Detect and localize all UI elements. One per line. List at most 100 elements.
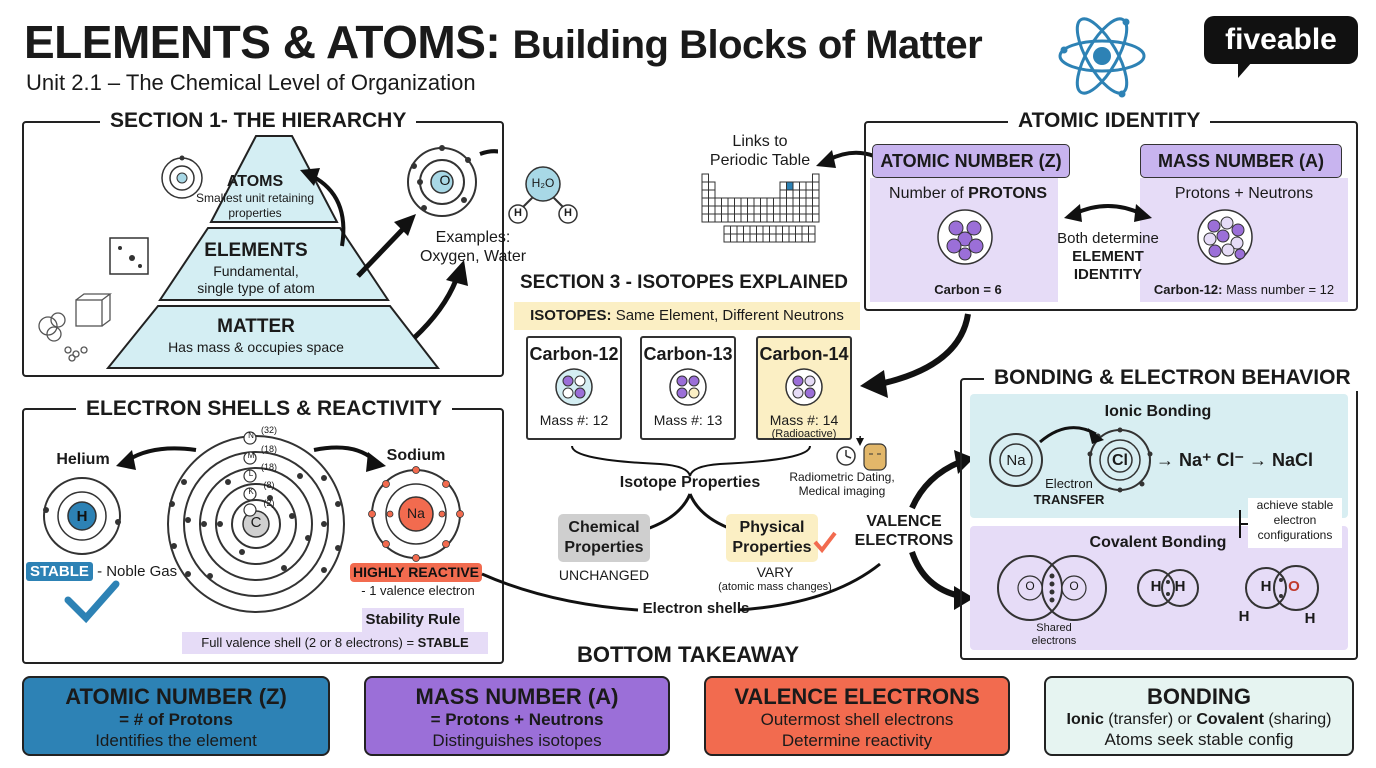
periodic-link-line2: Periodic Table <box>709 152 811 170</box>
double-arrow <box>1064 204 1152 222</box>
section-hierarchy-title: SECTION 1- THE HIERARCHY <box>100 108 417 134</box>
carbon-nucleus-icon <box>937 209 993 265</box>
c12-mass: Mass #: 12 <box>539 412 609 428</box>
c14-mass: Mass #: 14 <box>769 412 839 428</box>
electron-word: Electron <box>1045 476 1093 491</box>
fiveable-logo: fiveable <box>1204 16 1358 64</box>
shared-word: Shared <box>1036 622 1072 634</box>
o-left-symbol: O <box>1025 579 1035 593</box>
page-subtitle: Unit 2.1 – The Chemical Level of Organiz… <box>26 70 476 95</box>
helium-symbol: H <box>76 508 88 525</box>
carbon12-nucleus-icon <box>1197 209 1253 265</box>
reactive-note: - 1 valence electron <box>361 583 475 598</box>
cl-symbol: Cl <box>1112 452 1128 469</box>
carbon14-card: Carbon-14 Mass #: 14 (Radioactive) <box>756 336 852 440</box>
sodium-symbol: Na <box>407 505 425 521</box>
cap-18b: (18) <box>260 462 277 472</box>
water-o-label: H₂O <box>531 176 555 190</box>
matter-tier-title: MATTER <box>217 316 295 337</box>
examples-values: Oxygen, Water <box>419 248 527 266</box>
hierarchy-diagram <box>38 135 498 369</box>
bottom-takeaway-title: BOTTOM TAKEAWAY <box>576 642 800 667</box>
identity-word: IDENTITY <box>1073 266 1143 283</box>
valence-line1: VALENCE <box>866 513 942 530</box>
uses-line2: Medical imaging <box>798 484 886 499</box>
elements-tier-desc2: single type of atom <box>197 279 315 296</box>
atom-icon <box>1058 17 1146 98</box>
physical-note: (atomic mass changes) <box>718 581 832 593</box>
shell-l-label: L <box>248 469 254 478</box>
matter-icons <box>38 293 112 362</box>
carbon12-card: Carbon-12 Mass #: 12 <box>526 336 622 440</box>
transfer-word: TRANSFER <box>1033 491 1105 507</box>
takeaway-valence-electrons: VALENCE ELECTRONS Outermost shell electr… <box>704 676 1010 756</box>
pyramid-matter-tier <box>105 305 441 369</box>
water-molecule-icon <box>508 166 578 224</box>
uses-line1: Radiometric Dating, <box>789 470 895 484</box>
cap-32: (32) <box>260 425 277 435</box>
element-cube-icon <box>109 237 149 275</box>
h2o-h-bottom-left: H <box>1238 608 1250 625</box>
shell-m-label: M <box>247 451 255 460</box>
electron-shells-title: ELECTRON SHELLS & REACTIVITY <box>76 396 452 422</box>
h-right-symbol: H <box>1174 578 1186 595</box>
isotope-properties-label: Isotope Properties <box>619 474 761 491</box>
atoms-tier-title: ATOMS <box>226 173 284 190</box>
small-atom-icon <box>161 155 203 199</box>
shell-n-label: N <box>248 431 254 440</box>
atomic-identity-title: ATOMIC IDENTITY <box>1008 108 1211 134</box>
chemical-label: Chemical <box>568 519 640 536</box>
shell-k-label: K <box>248 487 254 496</box>
oxygen-symbol: O <box>439 172 451 188</box>
pyramid-atoms-tier <box>209 135 339 223</box>
o-right-symbol: O <box>1069 579 1079 593</box>
h2o-h-bottom-right: H <box>1304 610 1316 627</box>
c13-mass: Mass #: 13 <box>653 412 723 428</box>
stability-rule-text: Full valence shell (2 or 8 electrons) = … <box>182 632 488 654</box>
atomic-number-label: ATOMIC NUMBER (Z) <box>872 144 1070 178</box>
c14-nucleus-icon <box>785 368 823 406</box>
element-word: ELEMENT <box>1072 248 1144 265</box>
takeaway-atomic-number: ATOMIC NUMBER (Z) = # of Protons Identif… <box>22 676 330 756</box>
c13-nucleus-icon <box>669 368 707 406</box>
atomic-number-desc: Number of PROTONS <box>889 185 1047 202</box>
electron-shells-diagram <box>43 431 464 624</box>
takeaway-mass-number: MASS NUMBER (A) = Protons + Neutrons Dis… <box>364 676 670 756</box>
valence-line2: ELECTRONS <box>854 532 954 550</box>
carbon12-example: Carbon-12: Mass number = 12 <box>1153 282 1335 297</box>
sodium-label: Sodium <box>386 447 446 464</box>
logo-tail <box>1238 62 1252 78</box>
chemical-unchanged: UNCHANGED <box>558 567 650 583</box>
takeaway-bonding: BONDING Ionic (transfer) or Covalent (sh… <box>1044 676 1354 756</box>
both-determine: Both determine <box>1057 230 1159 247</box>
electron-shells-connector <box>481 562 881 612</box>
oxygen-atom-icon <box>407 145 477 217</box>
cap-2: (2) <box>263 498 275 508</box>
red-check-icon <box>813 531 837 554</box>
stable-noble-gas: STABLE - Noble Gas <box>26 562 177 581</box>
atoms-tier-desc: Smallest unit retaining properties <box>195 191 315 220</box>
isotope-definition: ISOTOPES: Same Element, Different Neutro… <box>514 302 860 330</box>
carbon13-card: Carbon-13 Mass #: 13 <box>640 336 736 440</box>
c14-note: (Radioactive) <box>771 428 837 440</box>
periodic-table-icon <box>701 173 820 243</box>
mass-number-label: MASS NUMBER (A) <box>1140 144 1342 178</box>
cap-8: (8) <box>263 480 275 490</box>
blue-check-icon <box>64 580 120 624</box>
h-left-symbol: H <box>1150 578 1162 595</box>
elements-tier-title: ELEMENTS <box>204 240 308 261</box>
page-title: ELEMENTS & ATOMS: Building Blocks of Mat… <box>24 16 983 68</box>
stability-rule-title: Stability Rule <box>362 608 464 632</box>
periodic-link-line1: Links to <box>732 133 788 150</box>
center-arrows <box>860 313 974 610</box>
c12-nucleus-icon <box>555 368 593 406</box>
matter-tier-desc: Has mass & occupies space <box>168 338 344 355</box>
physical-label: Physical <box>739 519 805 536</box>
carbon-example: Carbon = 6 <box>934 282 1002 297</box>
bonding-title: BONDING & ELECTRON BEHAVIOR <box>984 365 1361 391</box>
mass-number-desc: Protons + Neutrons <box>1174 185 1314 202</box>
electron-shells-label: Electron shells <box>642 600 750 617</box>
ionic-result: → Na⁺ Cl⁻ → NaCl <box>1156 450 1314 470</box>
elements-tier-desc1: Fundamental, <box>213 262 299 279</box>
